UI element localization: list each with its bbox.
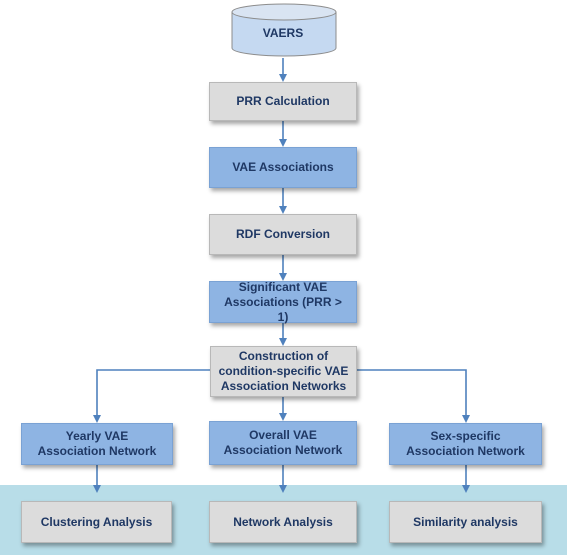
node-prr-calculation: PRR Calculation: [209, 82, 357, 121]
arrow-construction-to-sex: [357, 369, 470, 423]
node-overall-network: Overall VAE Association Network: [209, 421, 357, 465]
node-vaers: VAERS: [262, 26, 304, 40]
node-network-analysis: Network Analysis: [209, 501, 357, 543]
node-yearly-network: Yearly VAE Association Network: [21, 423, 173, 465]
node-vae-associations: VAE Associations: [209, 147, 357, 188]
node-significant-vae-associations: Significant VAE Associations (PRR > 1): [209, 280, 357, 324]
node-sex-specific-network: Sex-specific Association Network: [389, 423, 542, 465]
arrow-construction-to-yearly: [93, 369, 210, 423]
node-rdf-conversion: RDF Conversion: [209, 214, 357, 255]
node-clustering-analysis: Clustering Analysis: [21, 501, 172, 543]
node-construction: Construction of condition-specific VAE A…: [210, 346, 357, 397]
database-icon: [231, 3, 337, 57]
node-similarity-analysis: Similarity analysis: [389, 501, 542, 543]
